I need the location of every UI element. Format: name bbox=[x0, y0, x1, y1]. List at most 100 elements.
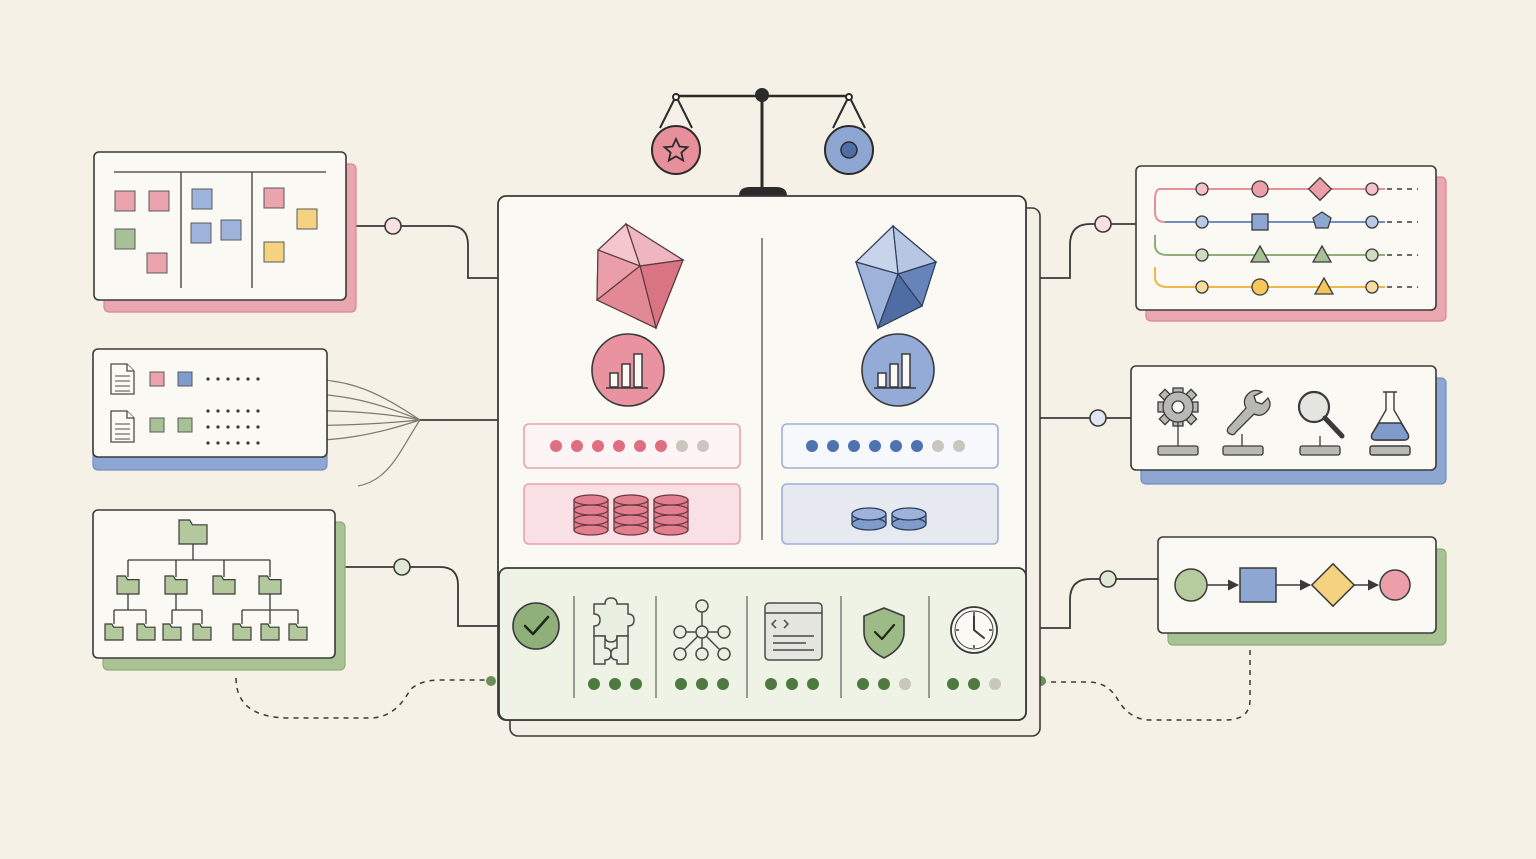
connector-nodes bbox=[384, 215, 1117, 686]
rating-dot bbox=[697, 440, 709, 452]
status-dot bbox=[675, 678, 687, 690]
star-icon bbox=[662, 136, 690, 163]
leader-dot bbox=[256, 377, 260, 381]
folder-icon bbox=[288, 623, 308, 641]
leader-dot bbox=[236, 425, 240, 429]
right-database-stacks bbox=[851, 507, 927, 531]
rating-dot bbox=[932, 440, 944, 452]
right-storage-block bbox=[781, 483, 999, 545]
timeline-card[interactable] bbox=[1135, 165, 1447, 322]
rating-dot bbox=[806, 440, 818, 452]
kanban-card[interactable] bbox=[93, 151, 357, 313]
rating-dot bbox=[550, 440, 562, 452]
leader-dot bbox=[256, 425, 260, 429]
balance-scale bbox=[651, 88, 874, 197]
fan-line bbox=[357, 419, 421, 487]
leader-dot bbox=[236, 441, 240, 445]
disc-icon bbox=[891, 507, 927, 531]
clock-icon[interactable] bbox=[950, 606, 998, 654]
flow-process-node bbox=[1239, 567, 1277, 603]
rating-dot bbox=[655, 440, 667, 452]
node-green bbox=[393, 558, 411, 576]
database-icon bbox=[613, 494, 649, 536]
leader-dot bbox=[246, 409, 250, 413]
rating-dot bbox=[848, 440, 860, 452]
folder-icon bbox=[192, 623, 212, 641]
document-icon bbox=[110, 363, 135, 395]
right-rating-dots bbox=[806, 440, 965, 452]
status-dot bbox=[630, 678, 642, 690]
flow-end-node bbox=[1379, 569, 1411, 601]
folder-tree-lines bbox=[113, 543, 299, 624]
check-circle-icon[interactable] bbox=[512, 602, 560, 650]
folder-icon bbox=[162, 623, 182, 641]
node-pink bbox=[1094, 215, 1112, 233]
status-dot bbox=[857, 678, 869, 690]
leader-dot bbox=[216, 425, 220, 429]
flask-icon bbox=[1369, 391, 1411, 456]
documents-card[interactable] bbox=[92, 348, 328, 471]
dashed-link-right bbox=[1040, 650, 1251, 721]
rating-dot bbox=[571, 440, 583, 452]
leader-dot bbox=[246, 425, 250, 429]
process-flow-card[interactable] bbox=[1157, 536, 1447, 646]
rating-dot bbox=[953, 440, 965, 452]
leader-dot bbox=[226, 409, 230, 413]
status-dot bbox=[696, 678, 708, 690]
connector-timeline bbox=[1028, 223, 1136, 279]
status-dot bbox=[807, 678, 819, 690]
code-window-icon[interactable] bbox=[764, 602, 823, 661]
pink-gem-icon bbox=[595, 222, 685, 330]
leader-dot bbox=[216, 377, 220, 381]
bar-chart-icon bbox=[591, 333, 665, 407]
leader-dot bbox=[236, 409, 240, 413]
right-pan-strings bbox=[832, 95, 866, 129]
node-pink bbox=[384, 217, 402, 235]
connectors bbox=[235, 223, 1251, 721]
tools-card[interactable] bbox=[1130, 365, 1447, 485]
left-pan-hook bbox=[672, 93, 680, 101]
leader-dot bbox=[246, 441, 250, 445]
folder-tree-card[interactable] bbox=[92, 509, 346, 671]
flow-decision-node bbox=[1310, 562, 1356, 608]
status-dot bbox=[968, 678, 980, 690]
status-dot bbox=[878, 678, 890, 690]
status-dot bbox=[609, 678, 621, 690]
lane-pink bbox=[1154, 188, 1170, 223]
folder-icon bbox=[164, 575, 188, 595]
kanban-board-icon bbox=[114, 171, 326, 288]
leader-dot bbox=[216, 441, 220, 445]
timeline-markers bbox=[1195, 176, 1379, 296]
shield-check-icon[interactable] bbox=[863, 607, 905, 659]
rating-dot bbox=[592, 440, 604, 452]
leader-dot bbox=[256, 441, 260, 445]
folder-icon bbox=[104, 623, 124, 641]
connector-folder-tree bbox=[336, 566, 500, 627]
document-dot-leaders bbox=[206, 377, 260, 445]
folder-icons bbox=[104, 519, 308, 641]
scale-pivot bbox=[755, 88, 769, 102]
folder-icon bbox=[232, 623, 252, 641]
capability-toolbar bbox=[498, 567, 1027, 721]
right-pan-hook bbox=[845, 93, 853, 101]
left-pan bbox=[651, 125, 701, 175]
leader-dot bbox=[246, 377, 250, 381]
node-green bbox=[1099, 570, 1117, 588]
leader-dot bbox=[256, 409, 260, 413]
network-icon[interactable] bbox=[673, 599, 731, 661]
puzzle-icon[interactable] bbox=[593, 597, 635, 665]
magnifier-icon bbox=[1297, 390, 1345, 456]
status-dot bbox=[947, 678, 959, 690]
folder-icon bbox=[136, 623, 156, 641]
leader-dot bbox=[206, 425, 210, 429]
leader-dot bbox=[226, 441, 230, 445]
disc-icon bbox=[851, 507, 887, 531]
gear-icon bbox=[1157, 387, 1199, 456]
folder-icon bbox=[260, 623, 280, 641]
rating-dot bbox=[890, 440, 902, 452]
circle-dot-icon bbox=[840, 141, 858, 159]
rating-dot bbox=[869, 440, 881, 452]
left-pan-strings bbox=[659, 95, 693, 129]
node-blue bbox=[1089, 409, 1107, 427]
